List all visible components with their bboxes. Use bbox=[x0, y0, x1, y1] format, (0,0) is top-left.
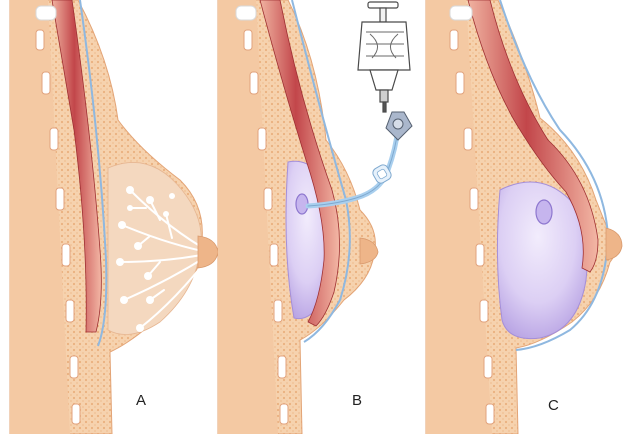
panel-label-b: B bbox=[352, 392, 362, 409]
nipple-c bbox=[606, 228, 622, 260]
nipple-a bbox=[198, 236, 218, 268]
syringe-icon bbox=[358, 2, 410, 112]
expander-port-b bbox=[296, 194, 308, 214]
panel-label-c: C bbox=[548, 397, 559, 414]
panel-b: B bbox=[218, 0, 412, 434]
panel-c: C bbox=[426, 0, 622, 434]
panel-label-a: A bbox=[136, 392, 146, 409]
panel-a: A bbox=[10, 0, 218, 434]
implant-port-c bbox=[536, 200, 552, 224]
clavicle-pads bbox=[36, 6, 472, 20]
port-valve-icon bbox=[386, 112, 412, 140]
